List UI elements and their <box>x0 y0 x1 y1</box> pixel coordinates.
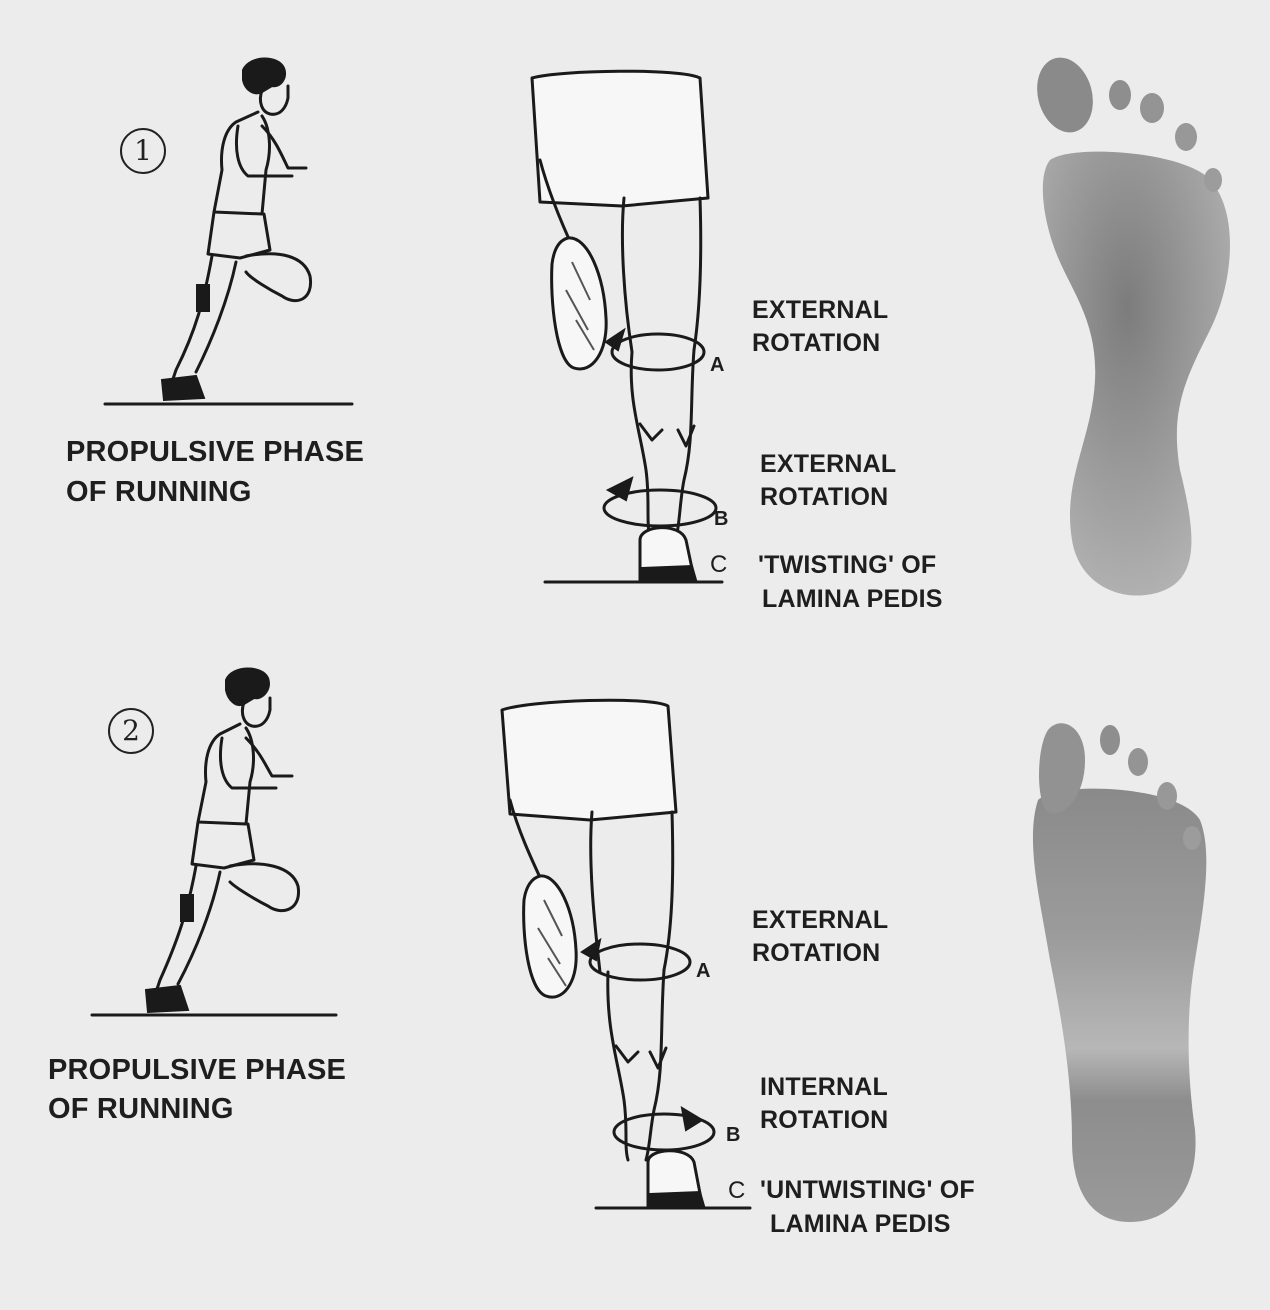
heel-sole-2 <box>646 1190 706 1207</box>
letter-a-2: A <box>696 960 711 982</box>
runner-hair-2 <box>225 667 270 706</box>
panel-number-2: 2 <box>108 708 154 754</box>
runner-shoe-1 <box>160 374 206 402</box>
footprint-big-toe-1 <box>1037 57 1093 133</box>
calf-detail-2 <box>614 1044 668 1070</box>
shorts-1 <box>530 69 710 208</box>
runner-shoe-2 <box>144 984 190 1014</box>
footprint-toe-3-2 <box>1128 748 1148 776</box>
runner-face-1 <box>258 84 290 116</box>
rotation-ring-a-1 <box>610 332 706 372</box>
label-c-line1-1: 'TWISTING' OF <box>758 551 937 579</box>
rotation-arrow-a-2 <box>580 937 602 962</box>
caption-line1-1: PROPULSIVE PHASE <box>66 436 365 468</box>
footprint-toe-3-1 <box>1140 93 1164 123</box>
runner-arm-front-1 <box>260 124 308 170</box>
footprint-pressure-map-2 <box>1032 723 1207 1222</box>
caption-line2-2: OF RUNNING <box>48 1093 234 1125</box>
rotation-arrow-a-1 <box>604 327 626 352</box>
shorts-2 <box>500 698 678 822</box>
heel-sole-1 <box>638 564 698 581</box>
runner-face-2 <box>240 696 272 728</box>
leg-rotation-illustration-1 <box>530 69 724 584</box>
runner-hair-1 <box>242 57 286 95</box>
runner-shorts-2 <box>190 820 256 870</box>
lower-leg-1 <box>629 348 696 542</box>
label-a-line2-1: ROTATION <box>752 329 881 357</box>
label-c-line2-1: LAMINA PEDIS <box>762 585 943 613</box>
footprint-sole-2 <box>1032 788 1207 1222</box>
label-a-line1-1: EXTERNAL <box>752 296 889 324</box>
calf-detail-1 <box>638 422 696 448</box>
raised-foot-sole-2 <box>522 874 578 999</box>
raised-foot-sole-1 <box>550 236 608 371</box>
leg-rotation-illustration-2 <box>500 698 752 1210</box>
footprint-toe-4-2 <box>1157 782 1177 810</box>
footprint-sole-1 <box>1042 151 1230 596</box>
rotation-arrow-b-2 <box>680 1106 704 1132</box>
runner-shorts-1 <box>206 210 272 260</box>
footprint-pressure-map-1 <box>1037 57 1230 596</box>
runner-arm-back-1 <box>234 124 294 178</box>
rotation-ring-a-2 <box>588 942 692 982</box>
runner-leg-raised-1 <box>244 252 313 302</box>
caption-line1-2: PROPULSIVE PHASE <box>48 1054 347 1086</box>
caption-line2-1: OF RUNNING <box>66 476 252 508</box>
runner-illustration-2 <box>90 667 338 1017</box>
panel-number-1: 1 <box>120 128 166 174</box>
letter-a-1: A <box>710 354 725 376</box>
label-b-line2-2: ROTATION <box>760 1106 889 1134</box>
runner-leg-support-2 <box>154 864 222 994</box>
footprint-toe-5-1 <box>1204 168 1222 192</box>
footprint-toe-2-2 <box>1100 725 1120 755</box>
runner-arm-back-2 <box>218 736 278 790</box>
label-a-line2-2: ROTATION <box>752 939 881 967</box>
runner-leg-support-1 <box>170 254 238 384</box>
label-b-line1-1: EXTERNAL <box>760 450 897 478</box>
letter-b-2: B <box>726 1124 741 1146</box>
runner-torso-1 <box>212 110 271 216</box>
footprint-toe-5-2 <box>1183 826 1201 850</box>
sole-hatch-1 <box>565 261 595 351</box>
rotation-arrow-b-1 <box>605 476 634 502</box>
runner-hand-2 <box>180 894 194 922</box>
runner-arm-front-2 <box>244 736 294 778</box>
letter-b-1: B <box>714 508 729 530</box>
label-b-line1-2: INTERNAL <box>760 1073 888 1101</box>
runner-illustration-1 <box>103 57 354 406</box>
letter-c-1: C <box>710 551 728 578</box>
label-c-line1-2: 'UNTWISTING' OF <box>760 1176 975 1204</box>
footprint-toe-4-1 <box>1175 123 1197 151</box>
runner-hand-1 <box>196 284 210 312</box>
label-c-line2-2: LAMINA PEDIS <box>770 1210 951 1238</box>
letter-c-2: C <box>728 1177 746 1204</box>
sole-hatch-2 <box>537 899 567 987</box>
footprint-big-toe-2 <box>1039 723 1085 814</box>
label-b-line2-1: ROTATION <box>760 483 889 511</box>
label-a-line1-2: EXTERNAL <box>752 906 889 934</box>
footprint-toe-2-1 <box>1109 80 1131 110</box>
rotation-ring-b-1 <box>602 488 718 528</box>
runner-leg-raised-2 <box>228 862 300 912</box>
